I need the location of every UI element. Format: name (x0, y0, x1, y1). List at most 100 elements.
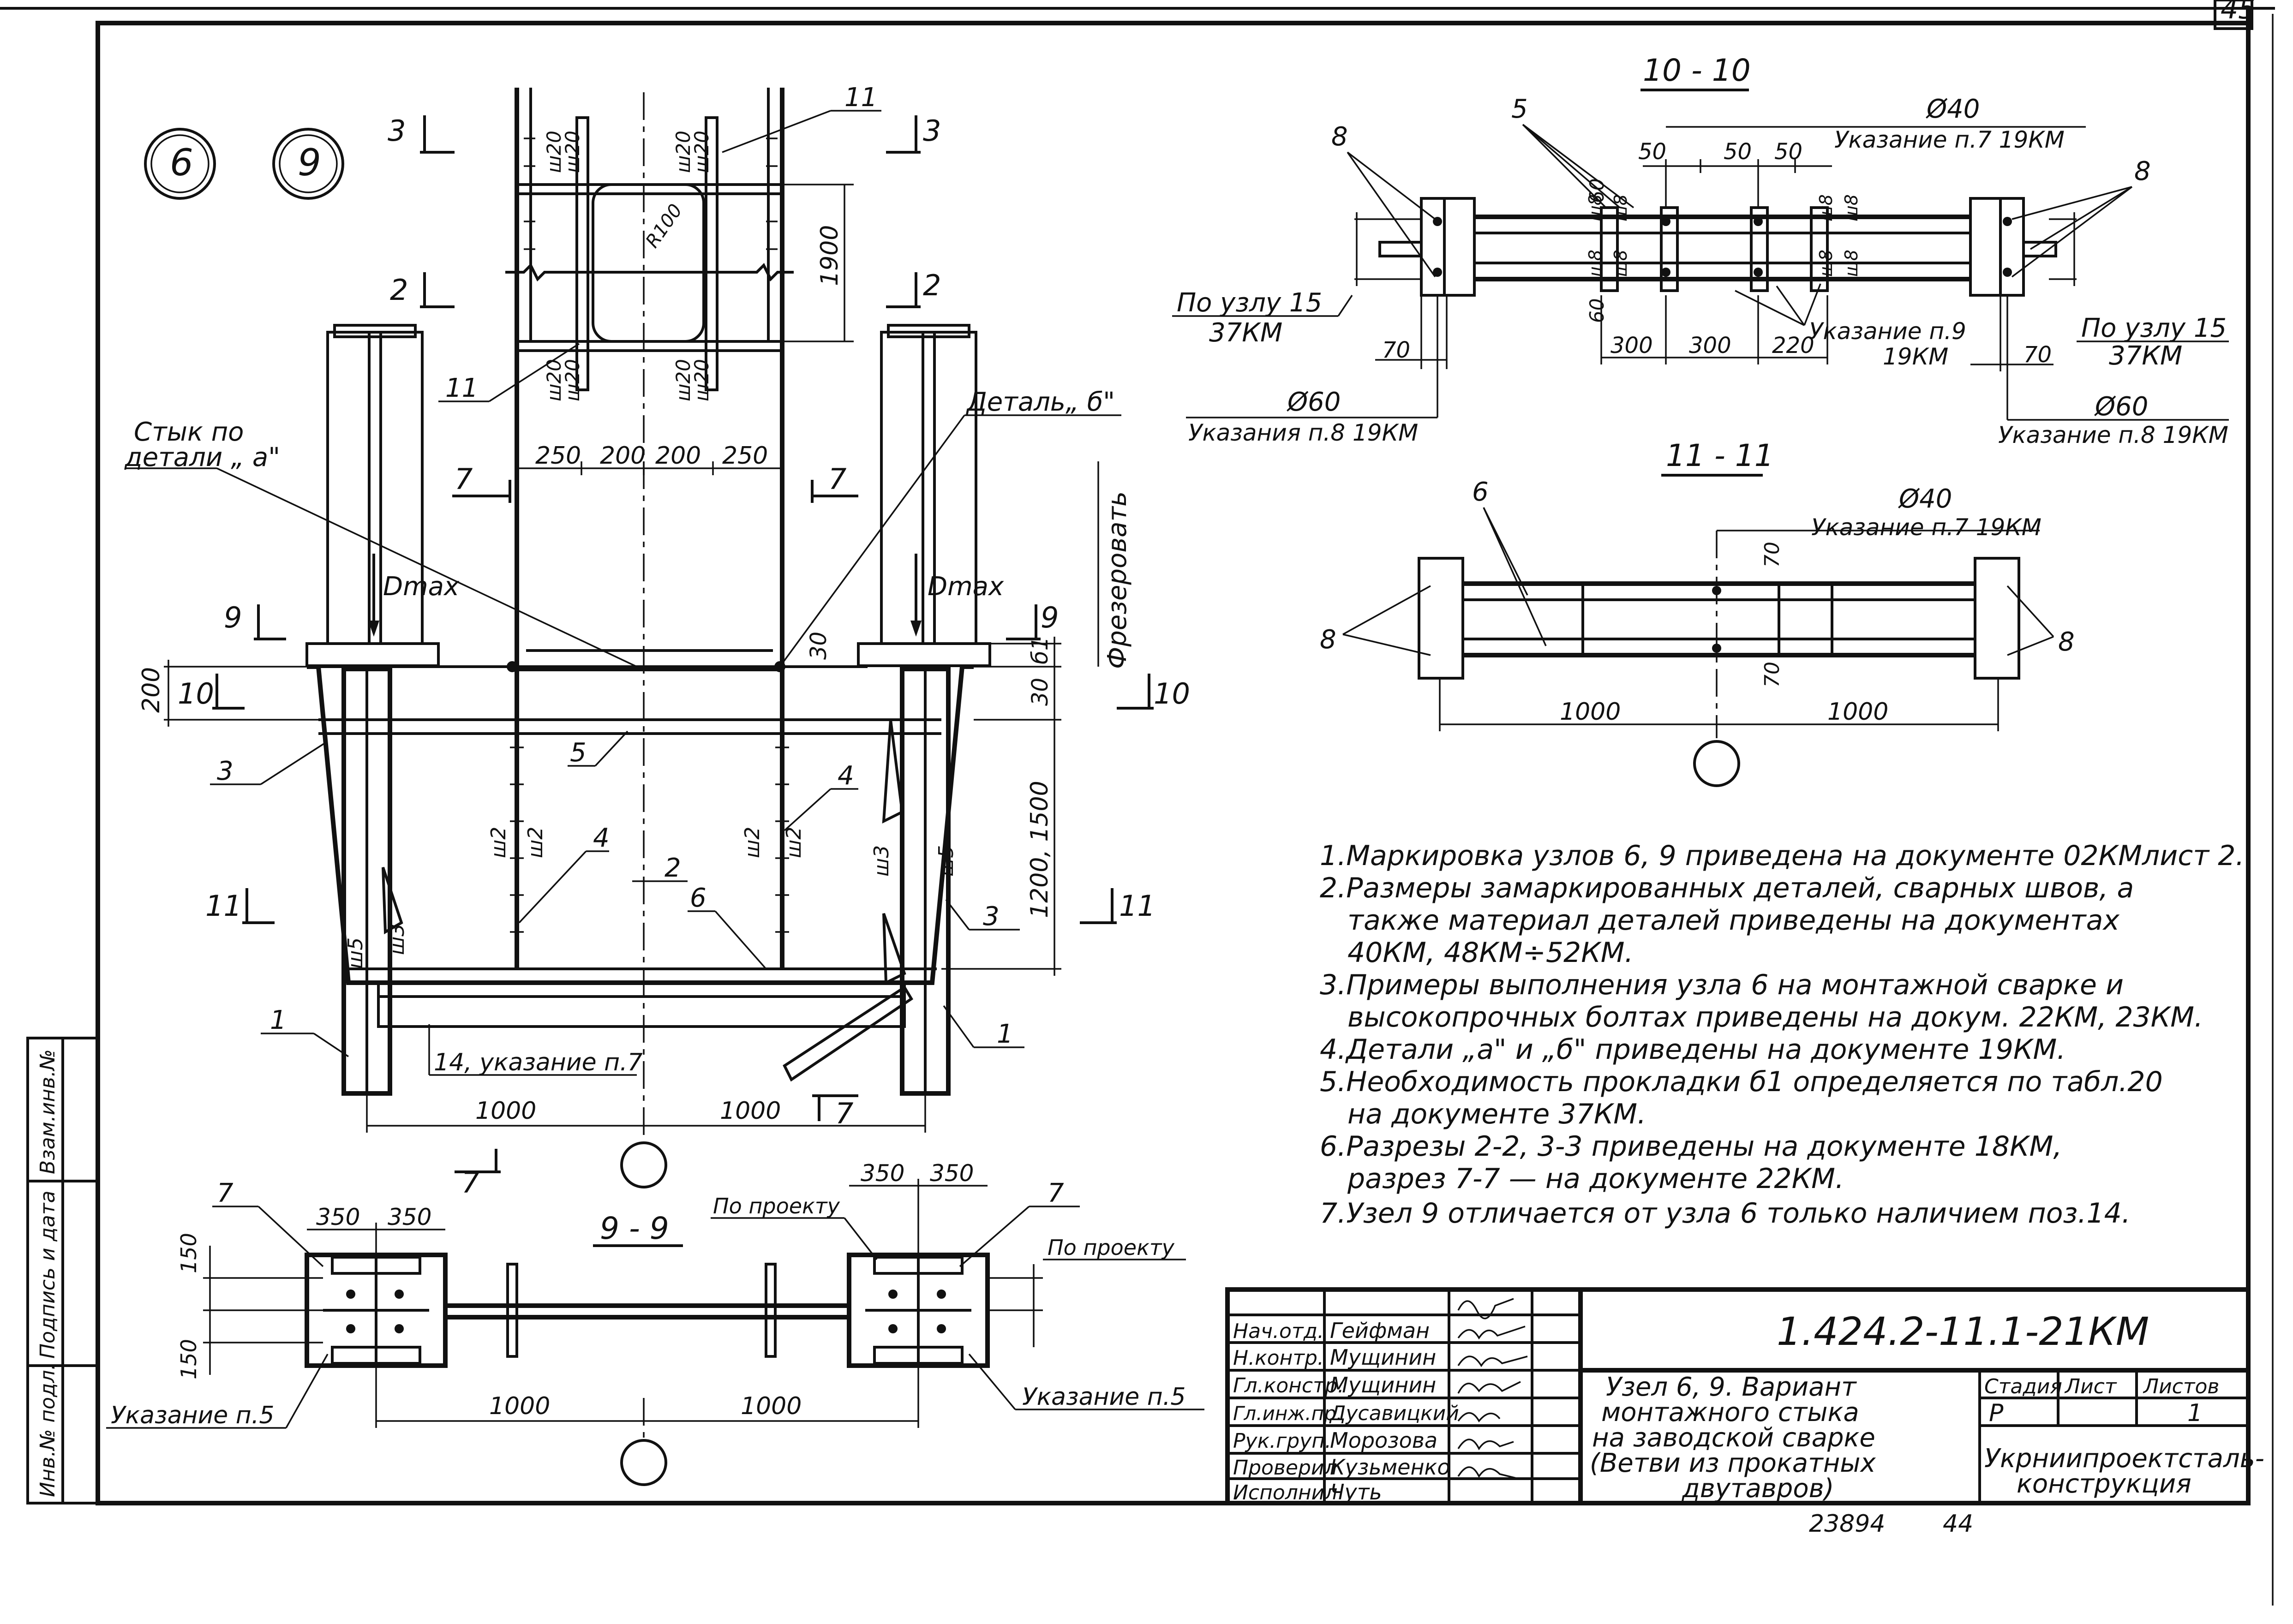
weld-sh20-4: ш20 (690, 131, 713, 173)
pos-2: 2 (665, 853, 681, 883)
pos-11-top: 11 (844, 83, 877, 113)
s9-note5-left: Указание п.5 (111, 1402, 274, 1429)
mark-9-left: 9 (224, 601, 242, 634)
dim-30-top: 30 (806, 632, 832, 660)
s9-pos-7-left: 7 (217, 1178, 233, 1208)
s10-left-node-b: 37КМ (1209, 318, 1282, 348)
s10-note9a: Указание п.9 (1809, 318, 1966, 345)
role-4: Гл.инж.пр. (1233, 1402, 1342, 1425)
dim-200-left: 200 (600, 442, 646, 470)
s10-dim-70-left: 70 (1382, 337, 1410, 363)
weld-sh20-2: ш20 (561, 131, 584, 173)
mark-11-left: 11 (205, 889, 242, 923)
pos-3-left: 3 (217, 756, 233, 786)
org-line-2: конструкция (2017, 1469, 2191, 1499)
pos-6: 6 (690, 883, 706, 913)
s11-pos-6: 6 (1472, 477, 1489, 507)
archive-number: 23894 (1809, 1510, 1885, 1538)
dim-b1: б1 (1027, 637, 1053, 664)
desc-line-1: Узел 6, 9. Вариант (1606, 1372, 1857, 1402)
dim-1000-left: 1000 (475, 1097, 536, 1125)
mark-7-left: 7 (455, 462, 473, 496)
weld-sh5-1: ш5 (934, 845, 958, 877)
role-1: Нач.отд. (1233, 1320, 1324, 1343)
node-mark-6: 6 (170, 141, 193, 184)
stamp-podpis: Подпись и дата (36, 1191, 60, 1359)
s11-dim-1000-left: 1000 (1560, 698, 1621, 726)
s9-pos-7-right: 7 (1048, 1178, 1064, 1208)
pos-1-right: 1 (997, 1019, 1013, 1049)
notes-block: 1.Маркировка узлов 6, 9 приведена на док… (1320, 840, 2245, 1230)
s10-note9b: 19КМ (1883, 343, 1948, 370)
mark-3-left: 3 (388, 114, 406, 148)
name-5: Морозова (1330, 1428, 1437, 1453)
title-10-10: 10 - 10 (1643, 53, 1751, 88)
weld-sh3-1: ш3 (870, 845, 893, 877)
note-line-2: 2.Размеры замаркированных деталей, сварн… (1320, 872, 2134, 904)
name-7: Чуть (1330, 1480, 1382, 1505)
title-11-11: 11 - 11 (1666, 438, 1774, 473)
section-10-10: 10 - 10 ш8 ш8 ш8 ш8 ш8 ш8 ш8 ш8 (1172, 53, 2229, 448)
title-block: Нач.отд. Н.контр. Гл.констр. Гл.инж.пр. … (1225, 1287, 2264, 1505)
note-line-4: 40КМ, 48КМ÷52КМ. (1347, 937, 1634, 969)
s10-pos-5: 5 (1511, 94, 1528, 124)
pos-1-left: 1 (270, 1005, 287, 1035)
sheet-header: Лист (2064, 1375, 2117, 1398)
s10-weld-7: ш8 (1841, 194, 1862, 221)
s10-right-node-b: 37КМ (2109, 341, 2182, 371)
s10-dim-300-1: 300 (1610, 333, 1653, 358)
sheets-header: Листов (2143, 1375, 2219, 1398)
sheets-value: 1 (2187, 1399, 2203, 1427)
s10-weld-2: ш8 (1585, 250, 1605, 277)
weld-sh3-2: ш3 (385, 924, 409, 955)
mark-9-right: 9 (1041, 601, 1059, 634)
dmax-right: Dmax (928, 572, 1004, 602)
mark-3-right: 3 (923, 114, 941, 148)
dim-1200-1500: 1200, 1500 (1026, 781, 1054, 918)
desc-line-2: монтажного стыка (1601, 1397, 1859, 1427)
note-line-1: 1.Маркировка узлов 6, 9 приведена на док… (1320, 840, 2245, 872)
mark-10-left: 10 (178, 677, 214, 710)
signature-marks (1457, 1298, 1528, 1480)
s10-right-node-a: По узлу 15 (2081, 313, 2227, 343)
s9-dim-350-1: 350 (316, 1204, 360, 1230)
dim-200: 200 (138, 667, 165, 713)
weld-sh2-3: ш2 (741, 827, 764, 858)
callout-14: 14, указание п.7 (434, 1049, 643, 1076)
weld-sh2-4: ш2 (782, 827, 806, 858)
dim-1900: 1900 (816, 225, 844, 286)
s10-weld-8: ш8 (1841, 250, 1862, 277)
dim-200-right: 200 (655, 442, 701, 470)
node-mark-9: 9 (298, 141, 321, 184)
s11-phi40: Ø40 (1898, 484, 1952, 514)
node-marks: 6 9 (144, 128, 344, 200)
mark-10-right: 10 (1154, 677, 1190, 710)
s10-dim-60-bot: 60 (1586, 299, 1608, 323)
s11-pos-8-right: 8 (2058, 627, 2075, 657)
note-line-11: разрез 7-7 — на документе 22КМ. (1347, 1163, 1844, 1195)
s9-dim-150-top: 150 (176, 1233, 201, 1273)
org-line-1: Укрниипроектсталь- (1984, 1444, 2264, 1474)
name-3: Мущинин (1330, 1373, 1436, 1397)
name-6: Кузьменко (1330, 1455, 1450, 1480)
mark-2-right: 2 (923, 269, 941, 302)
desc-line-4: (Ветви из прокатных (1590, 1448, 1876, 1478)
s9-dim-350-4: 350 (930, 1160, 974, 1187)
s9-dim-350-2: 350 (388, 1204, 431, 1230)
note-line-3: также материал деталей приведены на доку… (1347, 904, 2119, 937)
s11-dim-70-bot: 70 (1760, 662, 1784, 687)
s9-dim-150-bot: 150 (176, 1339, 201, 1379)
s9-po-proektu-1: По проекту (713, 1194, 840, 1218)
note-line-5: 3.Примеры выполнения узла 6 на монтажной… (1320, 969, 2124, 1001)
s10-dim-70-right: 70 (2024, 342, 2052, 368)
s10-pos-8-left: 8 (1331, 122, 1348, 152)
s9-dim-1000-left: 1000 (489, 1392, 550, 1420)
radius-r100: R100 (642, 200, 687, 252)
weld-sh20-8: ш20 (690, 359, 713, 401)
title-9-9: 9 - 9 (600, 1211, 669, 1246)
s10-phi40: Ø40 (1926, 94, 1980, 124)
s10-note8-left: Указания п.8 19КМ (1188, 419, 1418, 446)
s10-note7: Указание п.7 19КМ (1834, 126, 2065, 153)
